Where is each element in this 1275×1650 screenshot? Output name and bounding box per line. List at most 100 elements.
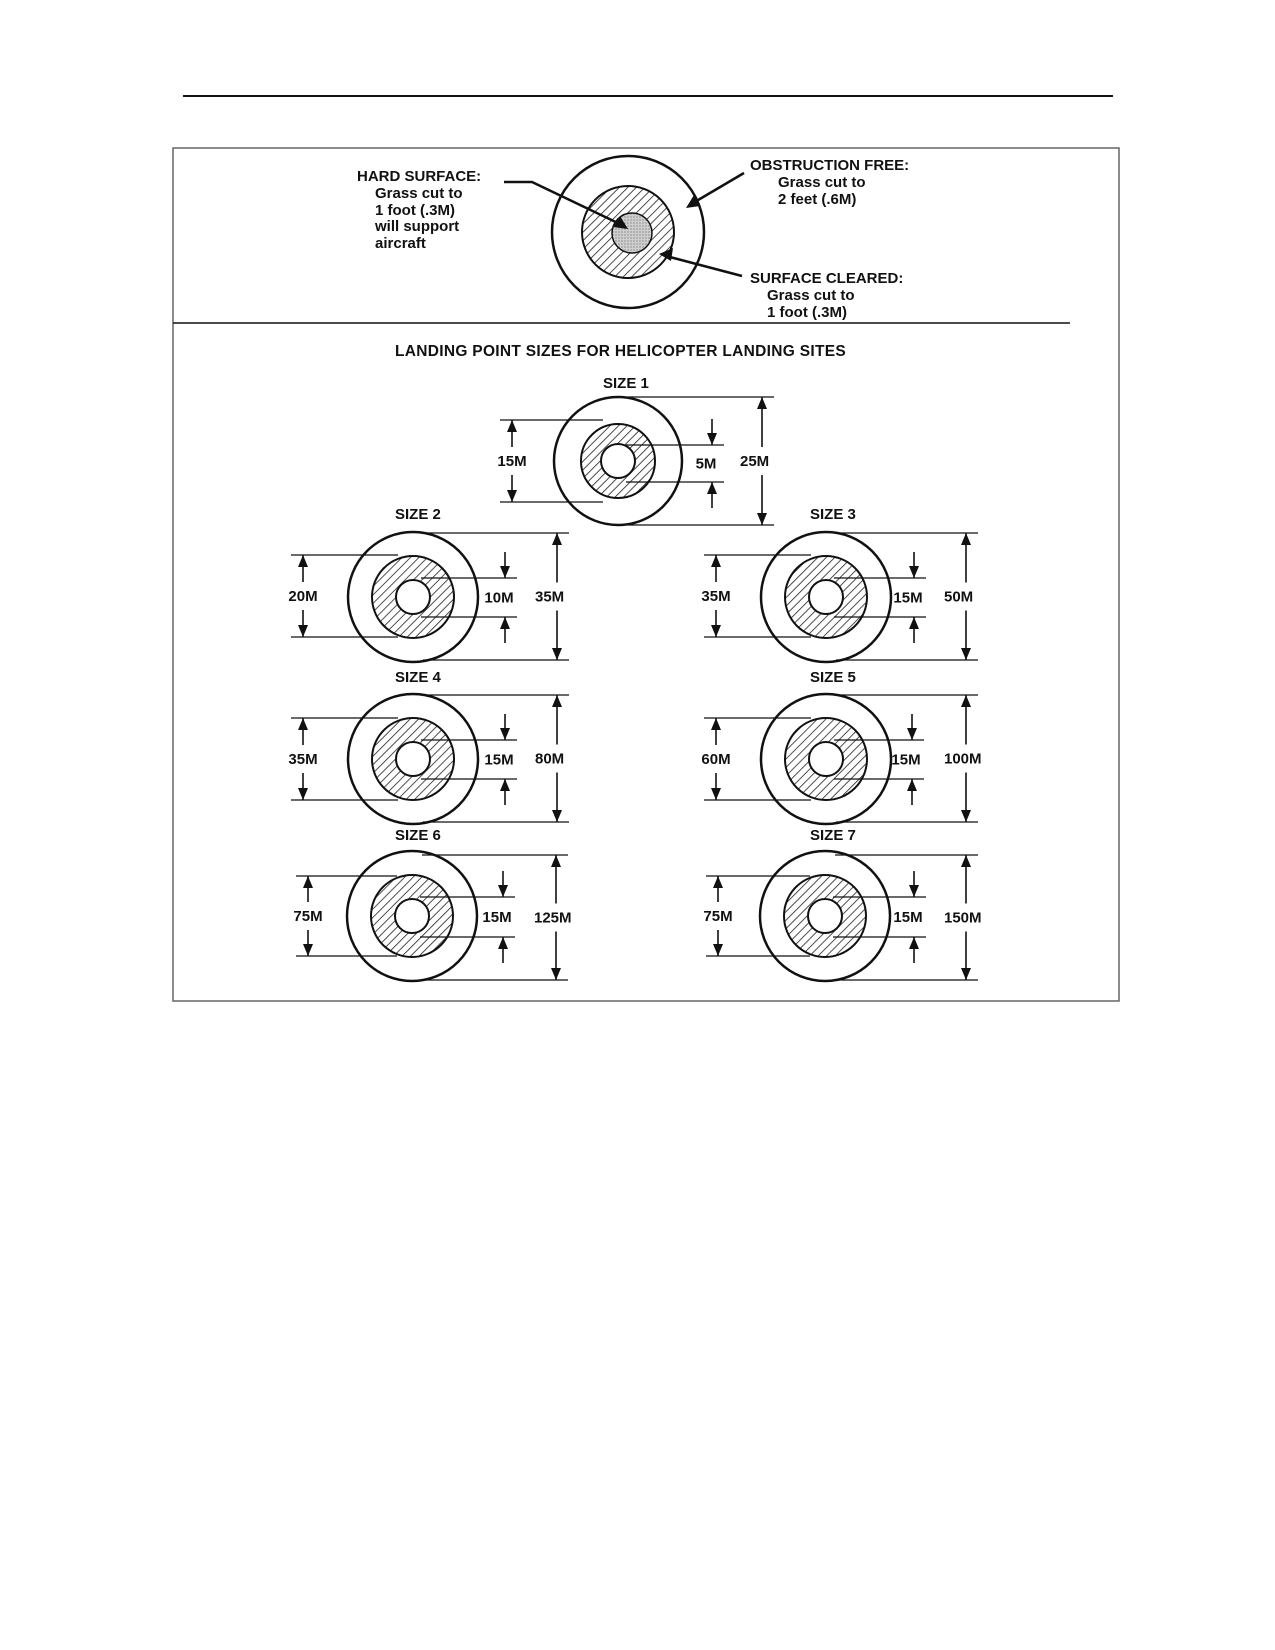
size-5-cleared-dim-arrow-up: [711, 718, 721, 730]
size-5-obstruction-dim-arrow-down: [961, 810, 971, 822]
surface-cleared-title: SURFACE CLEARED:: [750, 270, 903, 287]
size-3-obstruction-value: 50M: [944, 589, 973, 606]
hard-surface-leader: [504, 180, 623, 227]
size-6-cleared-dim-arrow-down: [303, 944, 313, 956]
size-2-hard-value: 10M: [484, 590, 513, 607]
size-1-cleared-dim-arrow-down: [507, 490, 517, 502]
size-4-obstruction-dim-arrow-up: [552, 695, 562, 707]
hard-surface-title: HARD SURFACE:: [357, 168, 481, 185]
size-4-label: SIZE 4: [395, 669, 442, 686]
obstruction-free-arrowhead: [686, 195, 700, 208]
legend-diagram: HARD SURFACE: Grass cut to 1 foot (.3M) …: [357, 154, 909, 321]
size-5-hard-dim-arrow-up: [907, 779, 917, 791]
landing-point-sizes: SIZE 1 15M 5M 25M SIZE 2 20M 10M 35M SIZE 3 35M 15…: [288, 375, 982, 983]
size-7-obstruction-value: 150M: [944, 910, 982, 927]
size-4-hard-core: [395, 741, 431, 777]
size-7-cleared-value: 75M: [703, 908, 732, 925]
size-5-diagram: SIZE 5 60M 15M 100M: [701, 669, 982, 826]
size-1-obstruction-dim-arrow-down: [757, 513, 767, 525]
surface-cleared-arrowhead: [659, 248, 673, 261]
size-1-label: SIZE 1: [603, 375, 649, 392]
size-6-hard-dim-arrow-up: [498, 937, 508, 949]
sizes-title: LANDING POINT SIZES FOR HELICOPTER LANDI…: [395, 343, 846, 360]
size-3-hard-dim-arrow-down: [909, 566, 919, 578]
surface-cleared-line-1: Grass cut to: [767, 287, 855, 304]
size-2-obstruction-value: 35M: [535, 589, 564, 606]
size-5-hard-value: 15M: [891, 752, 920, 769]
size-3-hard-value: 15M: [893, 590, 922, 607]
size-1-hard-value: 5M: [696, 456, 717, 473]
size-6-obstruction-value: 125M: [534, 910, 572, 927]
obstruction-free-line-1: Grass cut to: [778, 174, 866, 191]
size-2-hard-core: [395, 579, 431, 615]
size-7-hard-dim-arrow-down: [909, 885, 919, 897]
hard-surface-line-1: Grass cut to: [375, 185, 463, 202]
size-3-obstruction-dim-arrow-down: [961, 648, 971, 660]
hard-surface-core: [611, 212, 653, 254]
size-3-obstruction-dim-arrow-up: [961, 533, 971, 545]
size-5-cleared-value: 60M: [701, 751, 730, 768]
size-5-hard-core: [808, 741, 844, 777]
size-1-cleared-value: 15M: [497, 453, 526, 470]
size-2-cleared-value: 20M: [288, 588, 317, 605]
obstruction-free-leader: [692, 171, 745, 205]
size-3-label: SIZE 3: [810, 506, 856, 523]
hard-surface-line-3: will support: [374, 218, 459, 235]
size-2-label: SIZE 2: [395, 506, 441, 523]
obstruction-free-title: OBSTRUCTION FREE:: [750, 157, 909, 174]
size-5-hard-dim-arrow-down: [907, 728, 917, 740]
size-2-hard-dim-arrow-up: [500, 617, 510, 629]
surface-cleared-line-2: 1 foot (.3M): [767, 304, 847, 321]
size-7-label: SIZE 7: [810, 827, 856, 844]
size-3-hard-dim-arrow-up: [909, 617, 919, 629]
size-6-obstruction-dim-arrow-down: [551, 968, 561, 980]
size-5-obstruction-dim-arrow-up: [961, 695, 971, 707]
size-1-hard-dim-arrow-down: [707, 433, 717, 445]
size-7-cleared-dim-arrow-down: [713, 944, 723, 956]
size-6-hard-core: [394, 898, 430, 934]
size-6-hard-dim-arrow-down: [498, 885, 508, 897]
size-1-hard-dim-arrow-up: [707, 482, 717, 494]
size-4-hard-dim-arrow-down: [500, 728, 510, 740]
size-6-obstruction-dim-arrow-up: [551, 855, 561, 867]
size-7-hard-value: 15M: [893, 909, 922, 926]
size-3-cleared-dim-arrow-up: [711, 555, 721, 567]
size-3-diagram: SIZE 3 35M 15M 50M: [701, 506, 978, 664]
size-4-diagram: SIZE 4 35M 15M 80M: [288, 669, 569, 826]
hard-surface-arrowhead: [613, 216, 628, 229]
obstruction-free-line-2: 2 feet (.6M): [778, 191, 856, 208]
size-5-cleared-dim-arrow-down: [711, 788, 721, 800]
size-4-obstruction-dim-arrow-down: [552, 810, 562, 822]
size-7-hard-core: [807, 898, 843, 934]
size-7-hard-dim-arrow-up: [909, 937, 919, 949]
size-7-diagram: SIZE 7 75M 15M 150M: [703, 827, 982, 983]
size-4-hard-value: 15M: [484, 752, 513, 769]
size-6-label: SIZE 6: [395, 827, 441, 844]
size-3-cleared-value: 35M: [701, 588, 730, 605]
size-6-cleared-dim-arrow-up: [303, 876, 313, 888]
size-7-cleared-dim-arrow-up: [713, 876, 723, 888]
size-7-obstruction-dim-arrow-up: [961, 855, 971, 867]
size-4-cleared-dim-arrow-down: [298, 788, 308, 800]
size-1-cleared-dim-arrow-up: [507, 420, 517, 432]
size-4-obstruction-value: 80M: [535, 751, 564, 768]
size-6-hard-value: 15M: [482, 909, 511, 926]
size-2-obstruction-dim-arrow-down: [552, 648, 562, 660]
size-4-cleared-value: 35M: [288, 751, 317, 768]
size-6-cleared-value: 75M: [293, 908, 322, 925]
size-6-diagram: SIZE 6 75M 15M 125M: [293, 827, 572, 983]
size-1-diagram: SIZE 1 15M 5M 25M: [497, 375, 774, 527]
size-3-cleared-dim-arrow-down: [711, 625, 721, 637]
size-7-obstruction-dim-arrow-down: [961, 968, 971, 980]
size-5-label: SIZE 5: [810, 669, 856, 686]
hard-surface-line-4: aircraft: [375, 235, 426, 252]
surface-cleared-leader: [665, 254, 743, 278]
size-1-obstruction-value: 25M: [740, 453, 769, 470]
hard-surface-line-2: 1 foot (.3M): [375, 202, 455, 219]
size-2-cleared-dim-arrow-down: [298, 625, 308, 637]
size-1-hard-core: [600, 443, 636, 479]
size-1-obstruction-dim-arrow-up: [757, 397, 767, 409]
size-5-obstruction-value: 100M: [944, 751, 982, 768]
size-4-hard-dim-arrow-up: [500, 779, 510, 791]
